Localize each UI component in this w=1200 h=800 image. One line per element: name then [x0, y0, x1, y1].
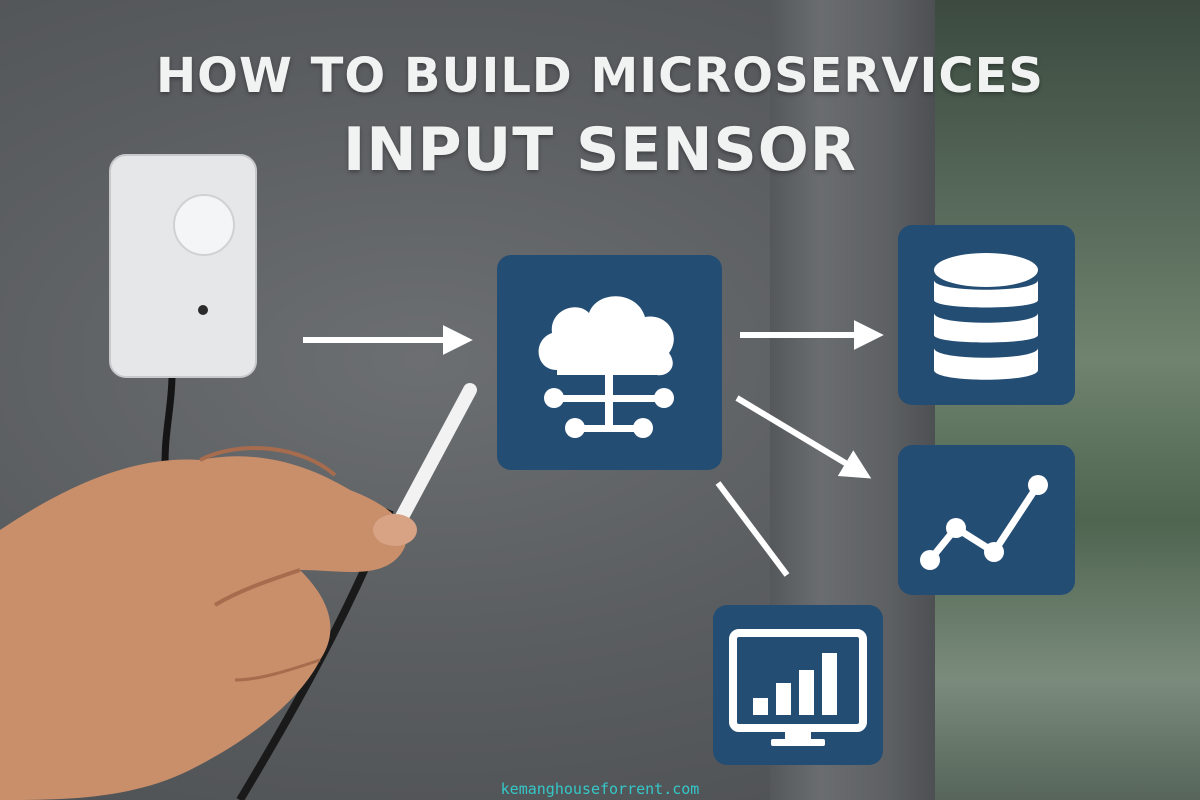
cloud-network-icon [538, 296, 674, 438]
line-chart-icon [920, 475, 1048, 570]
line-hub-to-dashboard [715, 481, 790, 577]
headline-line-1: HOW TO BUILD MICROSERVICES [156, 48, 1044, 104]
watermark-url: kemanghouseforrent.com [500, 780, 700, 798]
database-icon [934, 253, 1038, 380]
cloud-hub-tile [497, 255, 722, 470]
wall-sensor-device [109, 154, 257, 480]
arrow-hub-to-analytics [735, 395, 872, 479]
database-tile [898, 225, 1075, 405]
headline-line-2: INPUT SENSOR [343, 115, 857, 185]
analytics-tile [898, 445, 1075, 595]
dashboard-tile [713, 605, 883, 765]
monitor-bar-chart-icon [729, 629, 867, 746]
hand-holding-probe [0, 383, 477, 800]
